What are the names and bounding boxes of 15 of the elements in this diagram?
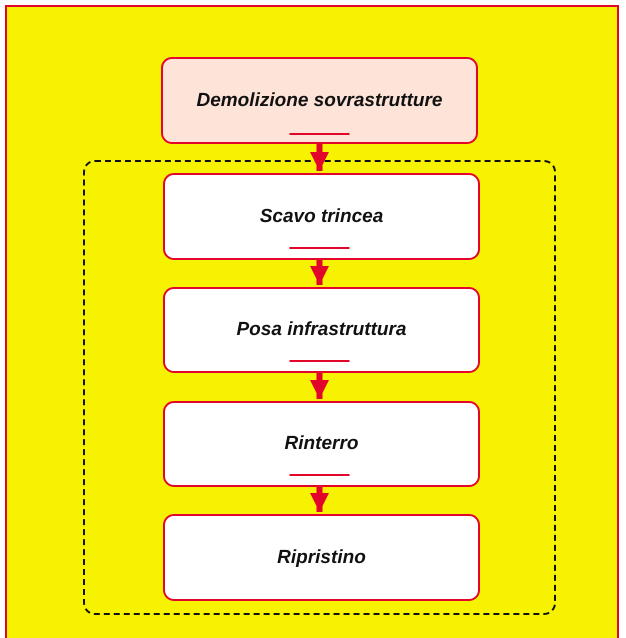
step-label: Scavo trincea (260, 206, 384, 228)
step-label: Ripristino (277, 546, 366, 568)
arrow (310, 485, 330, 512)
step-label: Demolizione sovrastrutture (196, 90, 442, 112)
process-box (163, 401, 480, 487)
arrow (310, 371, 330, 399)
process-box (161, 57, 478, 144)
process-box (163, 173, 480, 260)
arrow (310, 144, 330, 171)
step-label: Rinterro (284, 433, 358, 455)
arrow (310, 258, 330, 285)
process-box (163, 514, 480, 601)
step-label: Posa infrastruttura (236, 319, 406, 341)
dashed-group-frame (83, 160, 556, 615)
process-box (163, 287, 480, 373)
